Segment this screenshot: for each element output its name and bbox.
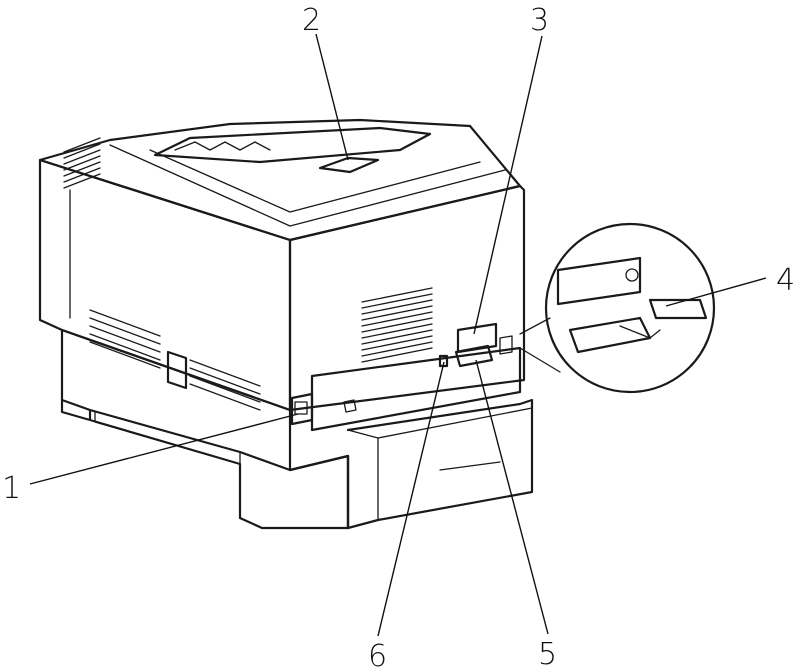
printer-left-side (38, 158, 292, 412)
callout-label-5: 5 (538, 637, 557, 672)
left-lower-vent (89, 309, 261, 411)
leader-6 (377, 361, 445, 637)
interface-card-slot-cover (456, 322, 498, 354)
callout-label-2: 2 (302, 3, 321, 38)
left-top-vent (63, 137, 101, 189)
lower-cassette-back (288, 454, 350, 530)
leader-3 (473, 35, 543, 335)
callout-labels: 1 2 3 4 5 6 (2, 3, 795, 672)
rear-cover-box (346, 398, 534, 530)
printer-top-cover (38, 118, 522, 242)
side-switch (166, 350, 188, 390)
paper-support (318, 156, 380, 174)
callout-label-3: 3 (530, 3, 549, 38)
output-tray (153, 126, 432, 164)
printer-rear-panel (288, 184, 526, 412)
callout-label-4: 4 (776, 263, 795, 298)
leader-lines (29, 33, 767, 637)
rear-vent (361, 287, 433, 363)
printer-illustration (38, 118, 534, 530)
leader-1 (29, 413, 299, 485)
callout-label-1: 1 (2, 471, 21, 506)
callout-label-6: 6 (368, 639, 387, 672)
zoom-inset (519, 222, 716, 394)
parallel-interface-connector (454, 344, 494, 368)
leader-5 (475, 359, 549, 635)
leader-2 (315, 33, 349, 161)
leader-4 (665, 277, 767, 307)
